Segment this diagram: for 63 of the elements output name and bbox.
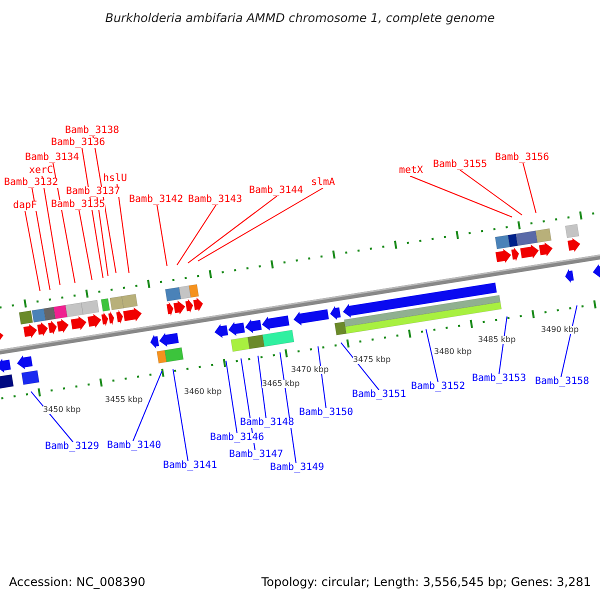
gene-label: Bamb_3142 bbox=[129, 195, 184, 205]
leader-line bbox=[522, 162, 536, 214]
leader-line bbox=[156, 204, 168, 266]
scale-label: 3475 kbp bbox=[353, 356, 391, 364]
gene-label: Bamb_3147 bbox=[229, 450, 284, 460]
gene-label: Bamb_3135 bbox=[51, 200, 106, 210]
leader-line bbox=[258, 355, 266, 418]
gene-label: hslU bbox=[103, 174, 128, 184]
footer-text: Accession: NC_008390 bbox=[9, 576, 146, 588]
leader-line bbox=[172, 368, 188, 462]
leader-line bbox=[42, 176, 60, 286]
gene-label: Bamb_3156 bbox=[495, 153, 550, 163]
leader-line bbox=[24, 210, 40, 292]
leader-line bbox=[498, 316, 508, 374]
scale-label: 3455 kbp bbox=[105, 396, 143, 404]
leader-line bbox=[32, 188, 50, 290]
gene-label: Bamb_3158 bbox=[535, 377, 590, 387]
footer-text: Topology: circular; Length: 3,556,545 bp; Genes: 3,281 bbox=[261, 576, 591, 588]
gene-label: Bamb_3149 bbox=[270, 463, 324, 473]
gene-label: Bamb_3146 bbox=[210, 433, 264, 443]
leader-line bbox=[560, 304, 578, 378]
gene-label: Bamb_3134 bbox=[25, 153, 80, 163]
leader-line bbox=[198, 188, 324, 262]
gene-label: Bamb_3143 bbox=[188, 195, 242, 205]
gene-label: Bamb_3138 bbox=[65, 126, 120, 136]
scale-label: 3470 kbp bbox=[291, 366, 329, 374]
leader-line bbox=[410, 176, 512, 218]
gene-label: Bamb_3132 bbox=[4, 178, 58, 188]
leader-line bbox=[318, 346, 326, 408]
gene-label: Bamb_3151 bbox=[352, 390, 406, 400]
scale-label: 3490 kbp bbox=[541, 326, 579, 334]
gene-label: Bamb_3140 bbox=[107, 441, 162, 451]
gene-label: Bamb_3152 bbox=[411, 382, 466, 392]
scale-label: 3460 kbp bbox=[184, 388, 222, 396]
gene-label: metX bbox=[399, 166, 424, 176]
scale-label: 3480 kbp bbox=[434, 348, 472, 356]
leader-line bbox=[78, 210, 92, 280]
scale-label: 3450 kbp bbox=[43, 406, 81, 414]
gene-label: Bamb_3129 bbox=[45, 442, 100, 452]
gene-label: Bamb_3141 bbox=[163, 461, 218, 471]
scale-label: 3465 kbp bbox=[262, 380, 300, 388]
gene-label: Bamb_3137 bbox=[66, 187, 120, 197]
gene-label: dapF bbox=[13, 201, 38, 211]
leader-line bbox=[426, 328, 438, 382]
gene-label: slmA bbox=[311, 178, 336, 188]
gene-label: Bamb_3155 bbox=[433, 160, 488, 170]
leader-line bbox=[340, 342, 380, 390]
gene-label: xerC bbox=[29, 166, 54, 176]
leader-line bbox=[226, 360, 238, 434]
gene-label: Bamb_3148 bbox=[240, 418, 294, 428]
leader-line bbox=[132, 370, 162, 442]
leader-line bbox=[116, 184, 130, 274]
leader-line bbox=[460, 170, 522, 216]
gene-label: Bamb_3153 bbox=[472, 374, 526, 384]
leader-line bbox=[176, 204, 216, 266]
scale-label: 3485 kbp bbox=[478, 336, 516, 344]
leader-line bbox=[188, 196, 278, 264]
leader-line bbox=[96, 196, 108, 276]
gene-label: Bamb_3144 bbox=[249, 186, 304, 196]
gene-label: Bamb_3136 bbox=[51, 138, 106, 148]
gene-label: Bamb_3150 bbox=[299, 408, 354, 418]
leader-line bbox=[30, 391, 74, 442]
title: Burkholderia ambifaria AMMD chromosome 1, complete genome bbox=[104, 12, 496, 24]
